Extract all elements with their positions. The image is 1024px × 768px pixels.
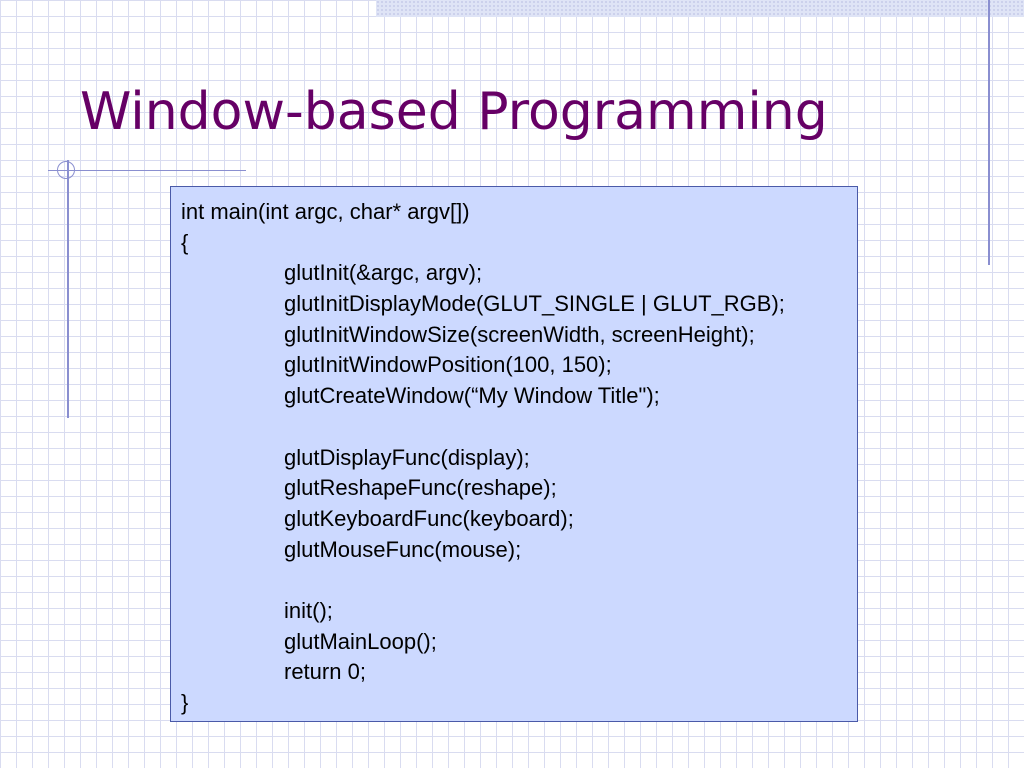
slide-title: Window-based Programming	[80, 82, 828, 142]
code-line	[181, 412, 857, 443]
code-line: glutInitWindowSize(screenWidth, screenHe…	[284, 321, 755, 347]
code-line: glutInitWindowPosition(100, 150);	[284, 352, 612, 378]
code-line: glutInit(&argc, argv);	[284, 260, 483, 286]
code-line: {	[181, 229, 189, 255]
decorative-top-band	[376, 0, 1024, 17]
code-line: return 0;	[284, 659, 366, 685]
code-line: init();	[284, 597, 333, 623]
code-line: }	[181, 690, 189, 715]
decorative-horizontal-line	[48, 170, 246, 171]
code-line: glutKeyboardFunc(keyboard);	[284, 505, 574, 531]
code-line: glutReshapeFunc(reshape);	[284, 475, 557, 501]
decorative-right-vertical-line	[988, 0, 990, 265]
code-line: glutMouseFunc(mouse);	[284, 536, 522, 562]
code-line: int main(int argc, char* argv[])	[181, 199, 470, 224]
code-line: glutCreateWindow(“My Window Title");	[284, 383, 660, 409]
code-block: int main(int argc, char* argv[]) { glutIni…	[170, 186, 858, 722]
code-line: glutInitDisplayMode(GLUT_SINGLE | GLUT_R…	[284, 291, 785, 317]
code-line: glutDisplayFunc(display);	[284, 444, 530, 470]
decorative-left-vertical-line	[67, 160, 69, 418]
decorative-circle	[57, 161, 75, 179]
code-line: glutMainLoop();	[284, 628, 437, 654]
code-line	[181, 565, 857, 596]
